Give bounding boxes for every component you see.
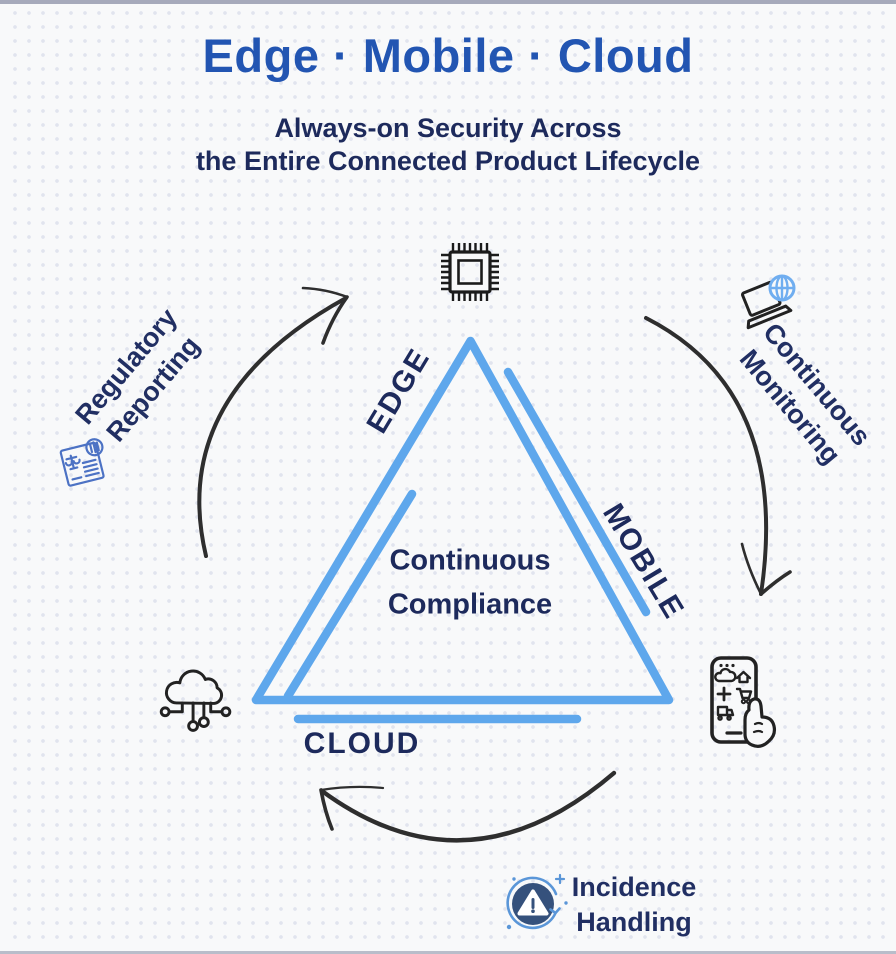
arrow-reporting-to-edge xyxy=(197,286,349,558)
subtitle-line-1: Always-on Security Across xyxy=(274,113,622,143)
triangle-accent-right xyxy=(503,367,651,617)
subtitle-line-2: the Entire Connected Product Lifecycle xyxy=(195,145,701,176)
center-label-line-2: Compliance xyxy=(387,588,553,620)
regulatory-report-icon xyxy=(59,438,105,487)
cycle-arrows xyxy=(197,286,792,843)
cloud-vertex-label: CLOUD xyxy=(303,727,421,760)
page-subtitle: Always-on Security Across the Entire Con… xyxy=(0,112,896,178)
page-title: Edge · Mobile · Cloud xyxy=(202,29,694,82)
continuous-compliance-label: Continuous Compliance xyxy=(388,540,552,627)
arrow-monitoring-to-mobile xyxy=(644,316,792,596)
laptop-globe-icon xyxy=(741,274,796,330)
arrow-incidence-to-cloud xyxy=(319,770,617,843)
cloud-network-icon xyxy=(159,669,232,732)
bottom-border-line xyxy=(0,951,896,954)
triangle-accent-left xyxy=(283,489,417,701)
incidence-handling-label: Incidence Handling xyxy=(572,870,697,940)
microchip-icon xyxy=(441,243,499,301)
mobile-apps-hand-icon xyxy=(710,656,777,748)
incident-alert-icon xyxy=(506,873,568,930)
triangle-main-path xyxy=(251,336,674,705)
triangle-outline xyxy=(251,336,674,724)
incidence-label-line-1: Incidence xyxy=(571,871,697,902)
incidence-label-line-2: Handling xyxy=(576,907,692,937)
center-label-line-1: Continuous xyxy=(389,544,551,577)
top-border-line xyxy=(0,0,896,4)
dot-grid-background xyxy=(8,6,888,949)
